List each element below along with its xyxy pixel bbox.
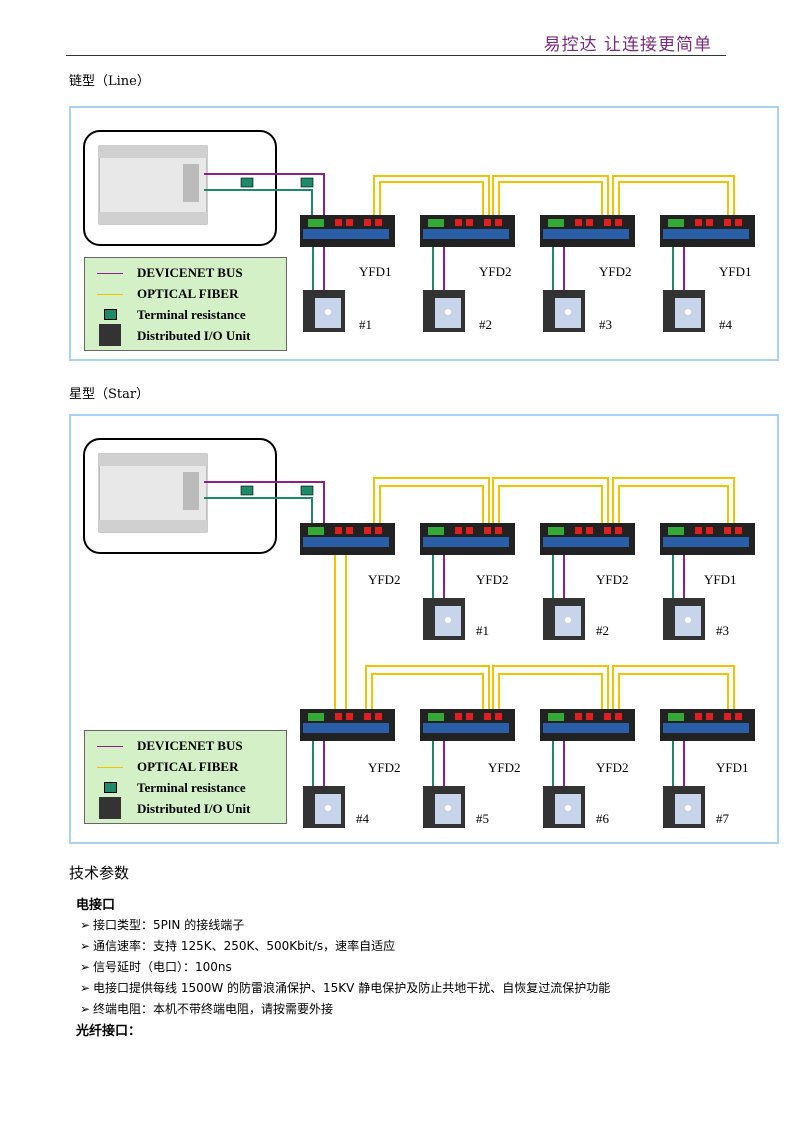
converter	[660, 215, 755, 247]
device-label: YFD1	[719, 264, 752, 279]
io-unit-icon	[99, 797, 121, 819]
arrow-bullet-icon: ➢	[80, 1002, 91, 1016]
device-label: YFD1	[359, 264, 392, 279]
header-brand: 易控达 让连接更简单	[543, 35, 712, 55]
device-label: YFD2	[596, 572, 629, 587]
device-label: YFD2	[476, 572, 509, 587]
device-label: YFD2	[596, 760, 629, 775]
spec-item: ➢电接口提供每线 1500W 的防雷浪涌保护、15KV 静电保护及防止共地干扰、…	[80, 981, 611, 995]
legend: DEVICENET BUS OPTICAL FIBER Terminal res…	[84, 730, 287, 824]
io-unit	[663, 598, 705, 640]
legend-io: Distributed I/O Unit	[137, 801, 251, 816]
converter	[540, 523, 635, 555]
line-section-label: 链型（Line）	[69, 74, 150, 89]
line-diagram-graphics	[83, 130, 755, 332]
arrow-bullet-icon: ➢	[80, 960, 91, 974]
device-label: YFD1	[716, 760, 749, 775]
arrow-bullet-icon: ➢	[80, 918, 91, 932]
terminal-resistor-icon	[104, 782, 117, 793]
io-unit	[543, 598, 585, 640]
device-label: YFD2	[368, 572, 401, 587]
device-label: YFD2	[488, 760, 521, 775]
header-rule	[66, 55, 726, 56]
converter	[300, 709, 395, 741]
legend-fiber: OPTICAL FIBER	[137, 759, 239, 774]
legend: DEVICENET BUS OPTICAL FIBER Terminal res…	[84, 257, 287, 351]
io-unit	[303, 786, 345, 828]
legend-fiber: OPTICAL FIBER	[137, 286, 239, 301]
unit-label: #1	[476, 623, 489, 638]
unit-label: #4	[356, 811, 369, 826]
io-unit	[423, 598, 465, 640]
unit-label: #5	[476, 811, 489, 826]
terminal-resistor	[240, 485, 254, 496]
spec-item: ➢通信速率：支持 125K、250K、500Kbit/s，速率自适应	[80, 939, 396, 953]
unit-label: #2	[479, 317, 492, 332]
legend-devicenet: DEVICENET BUS	[137, 738, 243, 753]
unit-label: #7	[716, 811, 729, 826]
io-unit	[423, 290, 465, 332]
spec-item: ➢接口类型：5PIN 的接线端子	[80, 918, 245, 932]
unit-label: #3	[716, 623, 729, 638]
converter	[300, 215, 395, 247]
legend-terminal: Terminal resistance	[137, 780, 246, 795]
spec-item: ➢终端电阻：本机不带终端电阻，请按需要外接	[80, 1002, 334, 1016]
legend-io: Distributed I/O Unit	[137, 328, 251, 343]
arrow-bullet-icon: ➢	[80, 939, 91, 953]
converter	[420, 709, 515, 741]
unit-label: #3	[599, 317, 612, 332]
converter	[660, 709, 755, 741]
converter	[300, 523, 395, 555]
unit-label: #4	[719, 317, 732, 332]
converter	[420, 215, 515, 247]
spec-item: ➢信号延时（电口）：100ns	[80, 960, 232, 974]
arrow-bullet-icon: ➢	[80, 981, 91, 995]
io-unit-icon	[99, 324, 121, 346]
star-diagram-graphics	[83, 438, 755, 828]
electrical-title: 电接口	[76, 898, 116, 913]
converter	[540, 709, 635, 741]
device-label: YFD1	[704, 572, 737, 587]
unit-label: #1	[359, 317, 372, 332]
optical-title: 光纤接口：	[76, 1024, 142, 1039]
io-unit	[543, 786, 585, 828]
device-label: YFD2	[599, 264, 632, 279]
converter	[660, 523, 755, 555]
io-unit	[543, 290, 585, 332]
terminal-resistor-icon	[104, 309, 117, 320]
terminal-resistor	[300, 177, 314, 188]
unit-label: #6	[596, 811, 609, 826]
star-diagram: YFD2 YFD2 YFD2 YFD1 #1 #2 #3 YFD2 YFD2 Y…	[69, 414, 779, 844]
io-unit	[303, 290, 345, 332]
device-label: YFD2	[368, 760, 401, 775]
device-label: YFD2	[479, 264, 512, 279]
terminal-resistor	[240, 177, 254, 188]
legend-terminal: Terminal resistance	[137, 307, 246, 322]
unit-label: #2	[596, 623, 609, 638]
specs-heading: 技术参数	[69, 864, 130, 882]
star-section-label: 星型（Star）	[69, 387, 150, 402]
io-unit	[423, 786, 465, 828]
terminal-resistor	[300, 485, 314, 496]
io-unit	[663, 290, 705, 332]
converter	[540, 215, 635, 247]
legend-devicenet: DEVICENET BUS	[137, 265, 243, 280]
line-diagram: YFD1 YFD2 YFD2 YFD1 #1 #2 #3 #4 DEVICENE…	[69, 106, 779, 361]
io-unit	[663, 786, 705, 828]
converter	[420, 523, 515, 555]
